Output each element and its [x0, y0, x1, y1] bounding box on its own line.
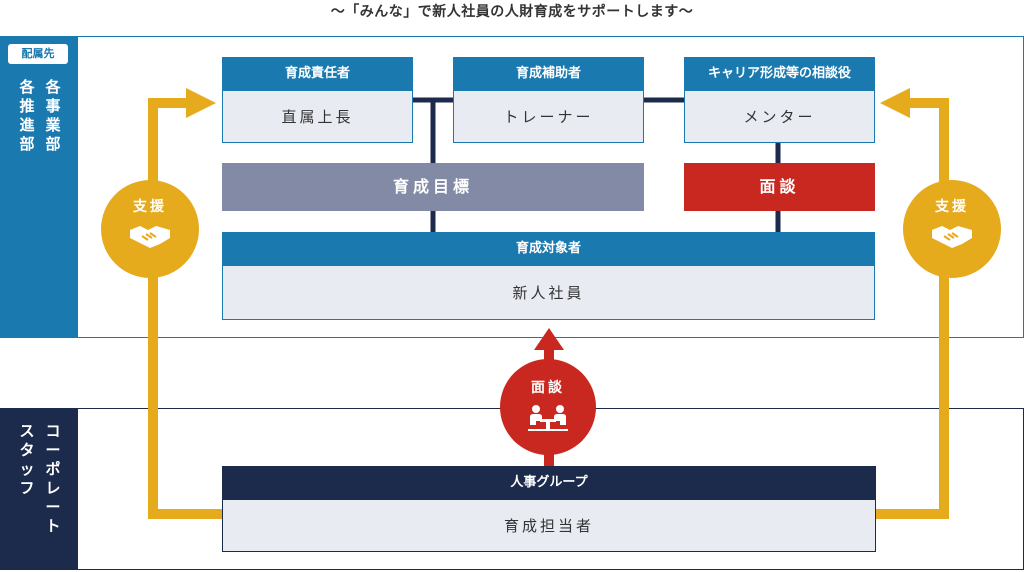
interview-arrow-head [534, 328, 564, 350]
support-right-label: 支援 [935, 199, 969, 215]
handshake-icon [932, 226, 972, 248]
support-circle-right: 支援 [903, 180, 1001, 278]
support-arrow-right [876, 98, 949, 519]
staff-label: スタッフ [19, 422, 35, 497]
corporate-label: コーポレート [45, 422, 61, 535]
counselor-header: キャリア形成等の相談役 [684, 57, 875, 91]
promotion-department-label: 各推進部 [19, 78, 35, 153]
counselor-body: メンター [684, 91, 875, 143]
hr-group-header: 人事グループ [222, 466, 876, 500]
page-title: ～「みんな」で新人社員の人財育成をサポートします～ [330, 4, 694, 20]
assigned-department-band [0, 36, 78, 338]
support-arrow-right-head [880, 88, 910, 118]
handshake-icon [130, 226, 170, 248]
assistant-header: 育成補助者 [453, 57, 644, 91]
business-department-label: 各事業部 [45, 78, 61, 153]
manager-header: 育成責任者 [222, 57, 413, 91]
interview-circle-label: 面談 [531, 380, 565, 396]
target-header: 育成対象者 [222, 232, 875, 266]
support-arrow-left-head [186, 88, 216, 118]
hr-group-body: 育成担当者 [222, 500, 876, 552]
meeting-icon [528, 405, 568, 431]
support-left-label: 支援 [133, 199, 167, 215]
assistant-body: トレーナー [453, 91, 644, 143]
support-arrow-left [148, 98, 222, 519]
corporate-staff-band [0, 408, 78, 570]
interview-bar: 面談 [684, 163, 875, 211]
target-body: 新人社員 [222, 266, 875, 320]
development-goal-bar: 育成目標 [222, 163, 644, 211]
interview-circle: 面談 [500, 359, 596, 455]
manager-body: 直属上長 [222, 91, 413, 143]
support-circle-left: 支援 [101, 180, 199, 278]
assigned-department-tag: 配属先 [8, 44, 68, 64]
